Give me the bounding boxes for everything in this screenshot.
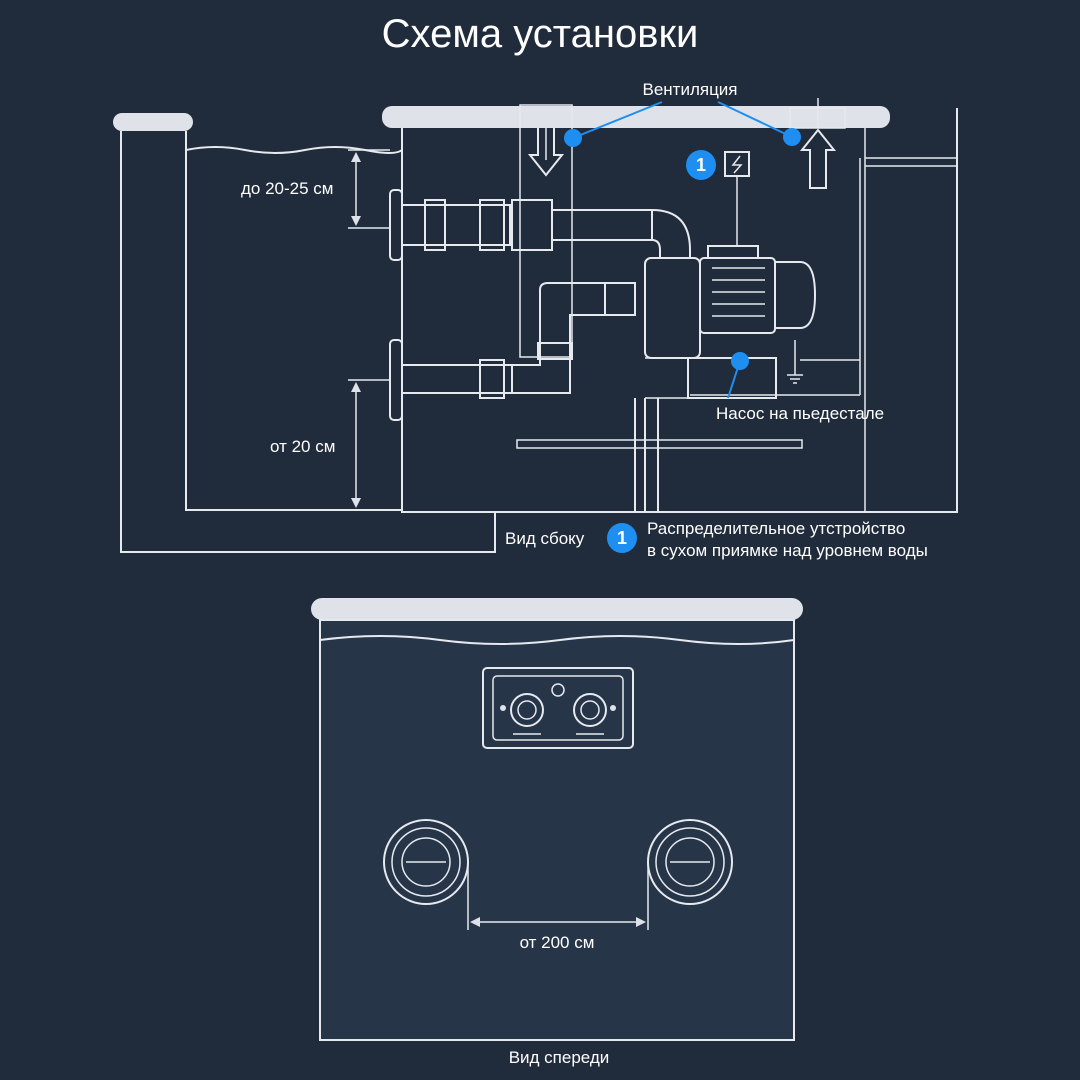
pipe-upper-coupling-2 [479,199,505,251]
panel-screw-1 [500,705,506,711]
pipe-elbow [651,209,691,259]
vent-shaft-in [519,104,573,358]
pump-marker [731,352,749,370]
lightning-icon [731,155,743,174]
front-pool-wall [319,619,795,1041]
pipe-lower-union [537,342,573,360]
dim-top-arrow-up [351,152,361,162]
depth-top-label: до 20-25 см [241,179,334,198]
depth-bottom-label: от 20 см [270,437,336,456]
pool-outer-wall [120,131,496,553]
dim-front-arrow-left [470,917,480,927]
vent-up-arrow-icon [799,128,837,189]
pump-label: Насос на пьедестале [716,404,885,423]
note-badge: 1 [607,523,637,553]
distance-label: от 200 см [519,933,595,952]
pipe-lower [401,364,513,394]
front-view-drawing [311,598,803,1041]
panel-nozzle-left [510,693,544,727]
page-title: Схема установки [381,12,699,56]
control-panel [482,667,634,749]
wall-fitting-bottom [389,339,403,421]
pipe-upper-valve [511,199,553,251]
vent-callout-line-2 [717,101,793,138]
motor-terminal-box [707,245,759,259]
panel-nozzle-right-core [580,700,600,720]
pool-rim-left [113,113,193,131]
panel-screw-2 [610,705,616,711]
side-view-label: Вид сбоку [505,529,585,548]
panel-nozzle-right [573,693,607,727]
pipe-upper [401,204,511,246]
pipe-lower-coupling [479,359,505,399]
vent-down-arrow-icon [527,128,565,177]
vent-callout-line-1 [572,101,663,139]
floor-slab [516,439,803,449]
front-view-label: Вид спереди [508,1048,610,1067]
front-water-surface [319,635,795,645]
dim-top-arrow-down [351,216,361,226]
pipe-upper-run [551,209,653,241]
front-coping [311,598,803,620]
pedestal-side [645,357,689,399]
pump-motor [699,257,776,334]
suction-grate-left-ring [391,827,461,897]
suction-grate-right-inner [665,837,715,887]
pump-housing [644,257,701,359]
vent-marker-1 [564,129,582,147]
pool-coping [382,106,890,128]
suction-grate-left-inner [401,837,451,887]
dry-pit-wall [401,108,958,513]
pump-inlet [604,282,636,316]
electrical-box [724,151,750,177]
pipe-upper-coupling [424,199,446,251]
distributor-badge: 1 [686,150,716,180]
dim-bot-arrow-up [351,382,361,392]
ventilation-label: Вентиляция [642,80,738,99]
motor-fan-cover [774,261,817,329]
dim-bot-arrow-down [351,498,361,508]
panel-nozzle-left-core [517,700,537,720]
distributor-note-line1: Распределительное утстройство [647,519,906,538]
water-surface [185,146,403,154]
distributor-note-line2: в сухом приямке над уровнем воды [647,541,928,560]
control-panel-inner [492,675,624,741]
side-view-drawing [113,98,958,553]
pipe-lower-riser [512,282,606,394]
suction-grate-right-ring [655,827,725,897]
wall-fitting-top [389,189,403,261]
dim-front-arrow-right [636,917,646,927]
panel-air-button [551,683,565,697]
vent-marker-2 [783,128,801,146]
